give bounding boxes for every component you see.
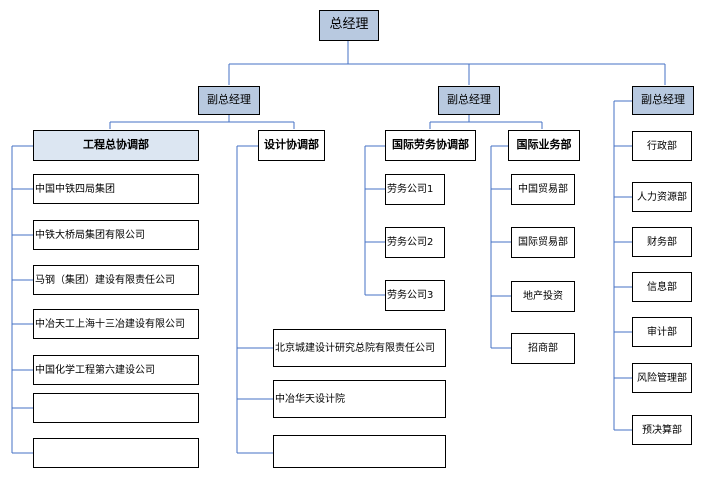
labor-item: 劳务公司1 bbox=[385, 174, 445, 205]
admin-item: 行政部 bbox=[632, 131, 692, 161]
engineering-item: 中铁大桥局集团有限公司 bbox=[33, 220, 199, 250]
vp-box-3: 副总经理 bbox=[632, 86, 694, 115]
intl-business-item: 地产投资 bbox=[511, 281, 575, 312]
ceo-box: 总经理 bbox=[319, 10, 379, 41]
admin-item: 人力资源部 bbox=[632, 182, 692, 212]
engineering-item: 中国化学工程第六建设公司 bbox=[33, 355, 199, 385]
vp-box-2: 副总经理 bbox=[438, 86, 500, 115]
vp-box-1: 副总经理 bbox=[198, 86, 260, 115]
dept-intl-business: 国际业务部 bbox=[508, 130, 580, 161]
engineering-item: 中国中铁四局集团 bbox=[33, 174, 199, 204]
admin-item: 预决算部 bbox=[632, 415, 692, 445]
dept-design: 设计协调部 bbox=[258, 130, 325, 161]
admin-item: 信息部 bbox=[632, 272, 692, 302]
engineering-item bbox=[33, 393, 199, 423]
engineering-item: 马钢（集团）建设有限责任公司 bbox=[33, 265, 199, 295]
engineering-item bbox=[33, 438, 199, 468]
admin-item: 风险管理部 bbox=[632, 363, 692, 393]
intl-business-item: 国际贸易部 bbox=[511, 227, 575, 258]
intl-business-item: 招商部 bbox=[511, 333, 575, 364]
labor-item: 劳务公司2 bbox=[385, 227, 445, 258]
dept-engineering: 工程总协调部 bbox=[33, 130, 199, 161]
engineering-item: 中冶天工上海十三冶建设有限公司 bbox=[33, 309, 199, 339]
design-item bbox=[273, 435, 446, 468]
admin-item: 审计部 bbox=[632, 317, 692, 347]
labor-item: 劳务公司3 bbox=[385, 280, 445, 311]
design-item: 北京城建设计研究总院有限责任公司 bbox=[273, 329, 446, 367]
intl-business-item: 中国贸易部 bbox=[511, 174, 575, 205]
design-item: 中冶华天设计院 bbox=[273, 380, 446, 418]
dept-labor: 国际劳务协调部 bbox=[385, 130, 476, 161]
admin-item: 财务部 bbox=[632, 227, 692, 257]
